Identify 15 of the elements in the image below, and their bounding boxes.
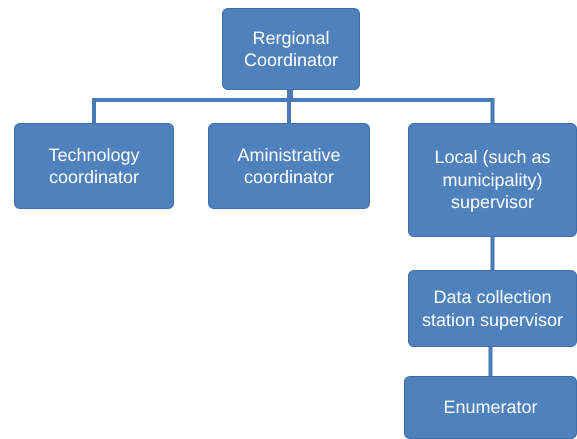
role-title: Rergional Coordinator — [242, 26, 340, 72]
role-title: Local (such as municipality) supervisor — [433, 146, 552, 214]
role-title: Enumerator — [443, 396, 538, 419]
role-box — [14, 123, 174, 209]
role-box — [408, 123, 577, 237]
role-title: Aministrative coordinator — [236, 144, 342, 188]
role-box — [404, 376, 577, 439]
role-box — [222, 8, 360, 90]
connector-line — [488, 347, 492, 376]
role-box — [208, 123, 370, 209]
role-title: Technology coordinator — [47, 144, 141, 188]
connector-line — [490, 237, 494, 270]
role-title: Data collection station supervisor — [420, 286, 564, 331]
role-box — [408, 270, 577, 347]
connector-line — [287, 90, 291, 123]
